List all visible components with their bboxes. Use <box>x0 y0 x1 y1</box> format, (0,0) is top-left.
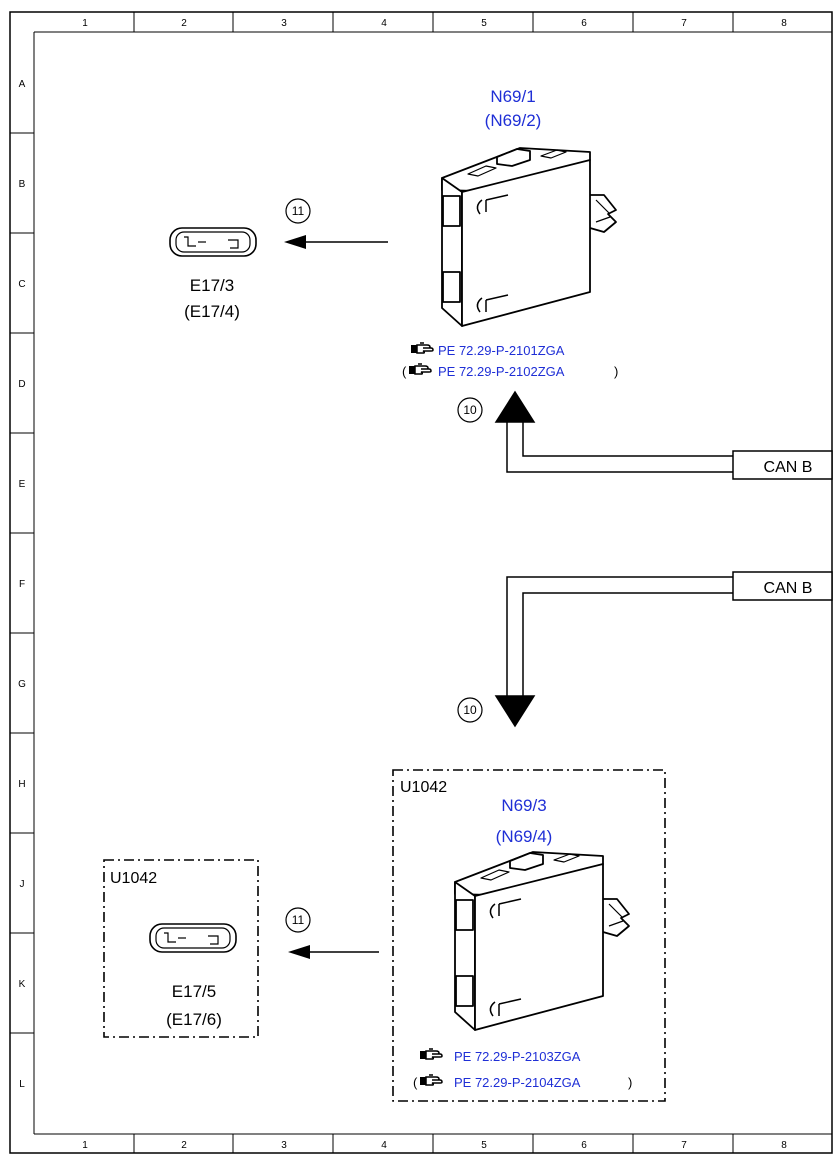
badge-10-bottom: 10 <box>463 703 477 717</box>
row-label-a: A <box>19 79 26 90</box>
col-label-3: 3 <box>281 18 287 29</box>
row-label-l: L <box>19 1079 25 1090</box>
ref-bottom-paren-close: ) <box>628 1075 632 1090</box>
can-bus-bottom-line <box>494 571 833 728</box>
pointing-hand-icon <box>419 1074 443 1086</box>
row-label-f: F <box>19 579 25 590</box>
can-bus-bottom-label: CAN B <box>764 580 813 597</box>
module-top-name: N69/1 <box>490 87 535 106</box>
control-module-top-icon <box>441 147 617 327</box>
switch-bottom-alt: (E17/6) <box>166 1010 222 1029</box>
col-label-bottom-1: 1 <box>82 1140 88 1151</box>
col-label-bottom-5: 5 <box>481 1140 487 1151</box>
can-bus-top-line <box>494 390 833 480</box>
row-label-j: J <box>20 879 25 890</box>
row-labels: A B C D E F G H J K L <box>10 79 34 1090</box>
badge-11-top: 11 <box>292 204 305 218</box>
frame <box>9 11 833 1154</box>
column-labels: 1 2 3 4 5 6 7 8 1 2 3 4 5 6 7 8 <box>82 12 787 1153</box>
switch-top-icon <box>169 227 257 257</box>
switch-bottom-group: U1042 <box>110 870 157 887</box>
col-label-bottom-3: 3 <box>281 1140 287 1151</box>
module-bottom-name: N69/3 <box>501 796 546 815</box>
badge-circle-10-top <box>457 397 483 423</box>
badge-circle-10-bottom <box>457 697 483 723</box>
ref-bottom-1[interactable]: PE 72.29-P-2103ZGA <box>454 1049 581 1064</box>
ref-top-paren-close: ) <box>614 364 618 379</box>
badge-10-top: 10 <box>463 403 477 417</box>
col-label-2: 2 <box>181 18 187 29</box>
can-bus-top-label: CAN B <box>764 459 813 476</box>
col-label-1: 1 <box>82 18 88 29</box>
row-label-k: K <box>19 979 26 990</box>
col-label-8: 8 <box>781 18 787 29</box>
row-label-b: B <box>19 179 26 190</box>
col-label-bottom-6: 6 <box>581 1140 587 1151</box>
switch-bottom-name: E17/5 <box>172 982 216 1001</box>
u1042-module-group <box>392 769 666 1102</box>
col-label-7: 7 <box>681 18 687 29</box>
pointing-hand-icon <box>410 342 434 354</box>
ref-top-paren-open: ( <box>402 364 407 379</box>
ref-bottom-2[interactable]: PE 72.29-P-2104ZGA <box>454 1075 581 1090</box>
u1042-switch-group <box>103 859 259 1038</box>
switch-top-alt: (E17/4) <box>184 302 240 321</box>
ref-top-2[interactable]: PE 72.29-P-2102ZGA <box>438 364 565 379</box>
col-label-bottom-7: 7 <box>681 1140 687 1151</box>
module-bottom-alt: (N69/4) <box>496 827 553 846</box>
module-top-alt: (N69/2) <box>485 111 542 130</box>
col-label-5: 5 <box>481 18 487 29</box>
row-label-h: H <box>18 779 25 790</box>
col-label-bottom-4: 4 <box>381 1140 387 1151</box>
ref-bottom-paren-open: ( <box>413 1075 418 1090</box>
row-label-g: G <box>18 679 26 690</box>
badge-11-bottom: 11 <box>292 913 305 927</box>
row-label-e: E <box>19 479 26 490</box>
arrow-11-bottom: 11 <box>285 907 379 959</box>
switch-top-name: E17/3 <box>190 276 234 295</box>
arrow-11-top: 11 <box>284 198 388 249</box>
pointing-hand-icon <box>419 1048 443 1060</box>
col-label-bottom-2: 2 <box>181 1140 187 1151</box>
control-module-bottom-icon <box>454 851 630 1031</box>
col-label-6: 6 <box>581 18 587 29</box>
col-label-bottom-8: 8 <box>781 1140 787 1151</box>
row-label-c: C <box>18 279 25 290</box>
pointing-hand-icon <box>408 363 432 375</box>
col-label-4: 4 <box>381 18 387 29</box>
row-label-d: D <box>18 379 25 390</box>
module-bottom-group: U1042 <box>400 779 447 796</box>
ref-top-1[interactable]: PE 72.29-P-2101ZGA <box>438 343 565 358</box>
switch-bottom-icon <box>149 923 237 953</box>
